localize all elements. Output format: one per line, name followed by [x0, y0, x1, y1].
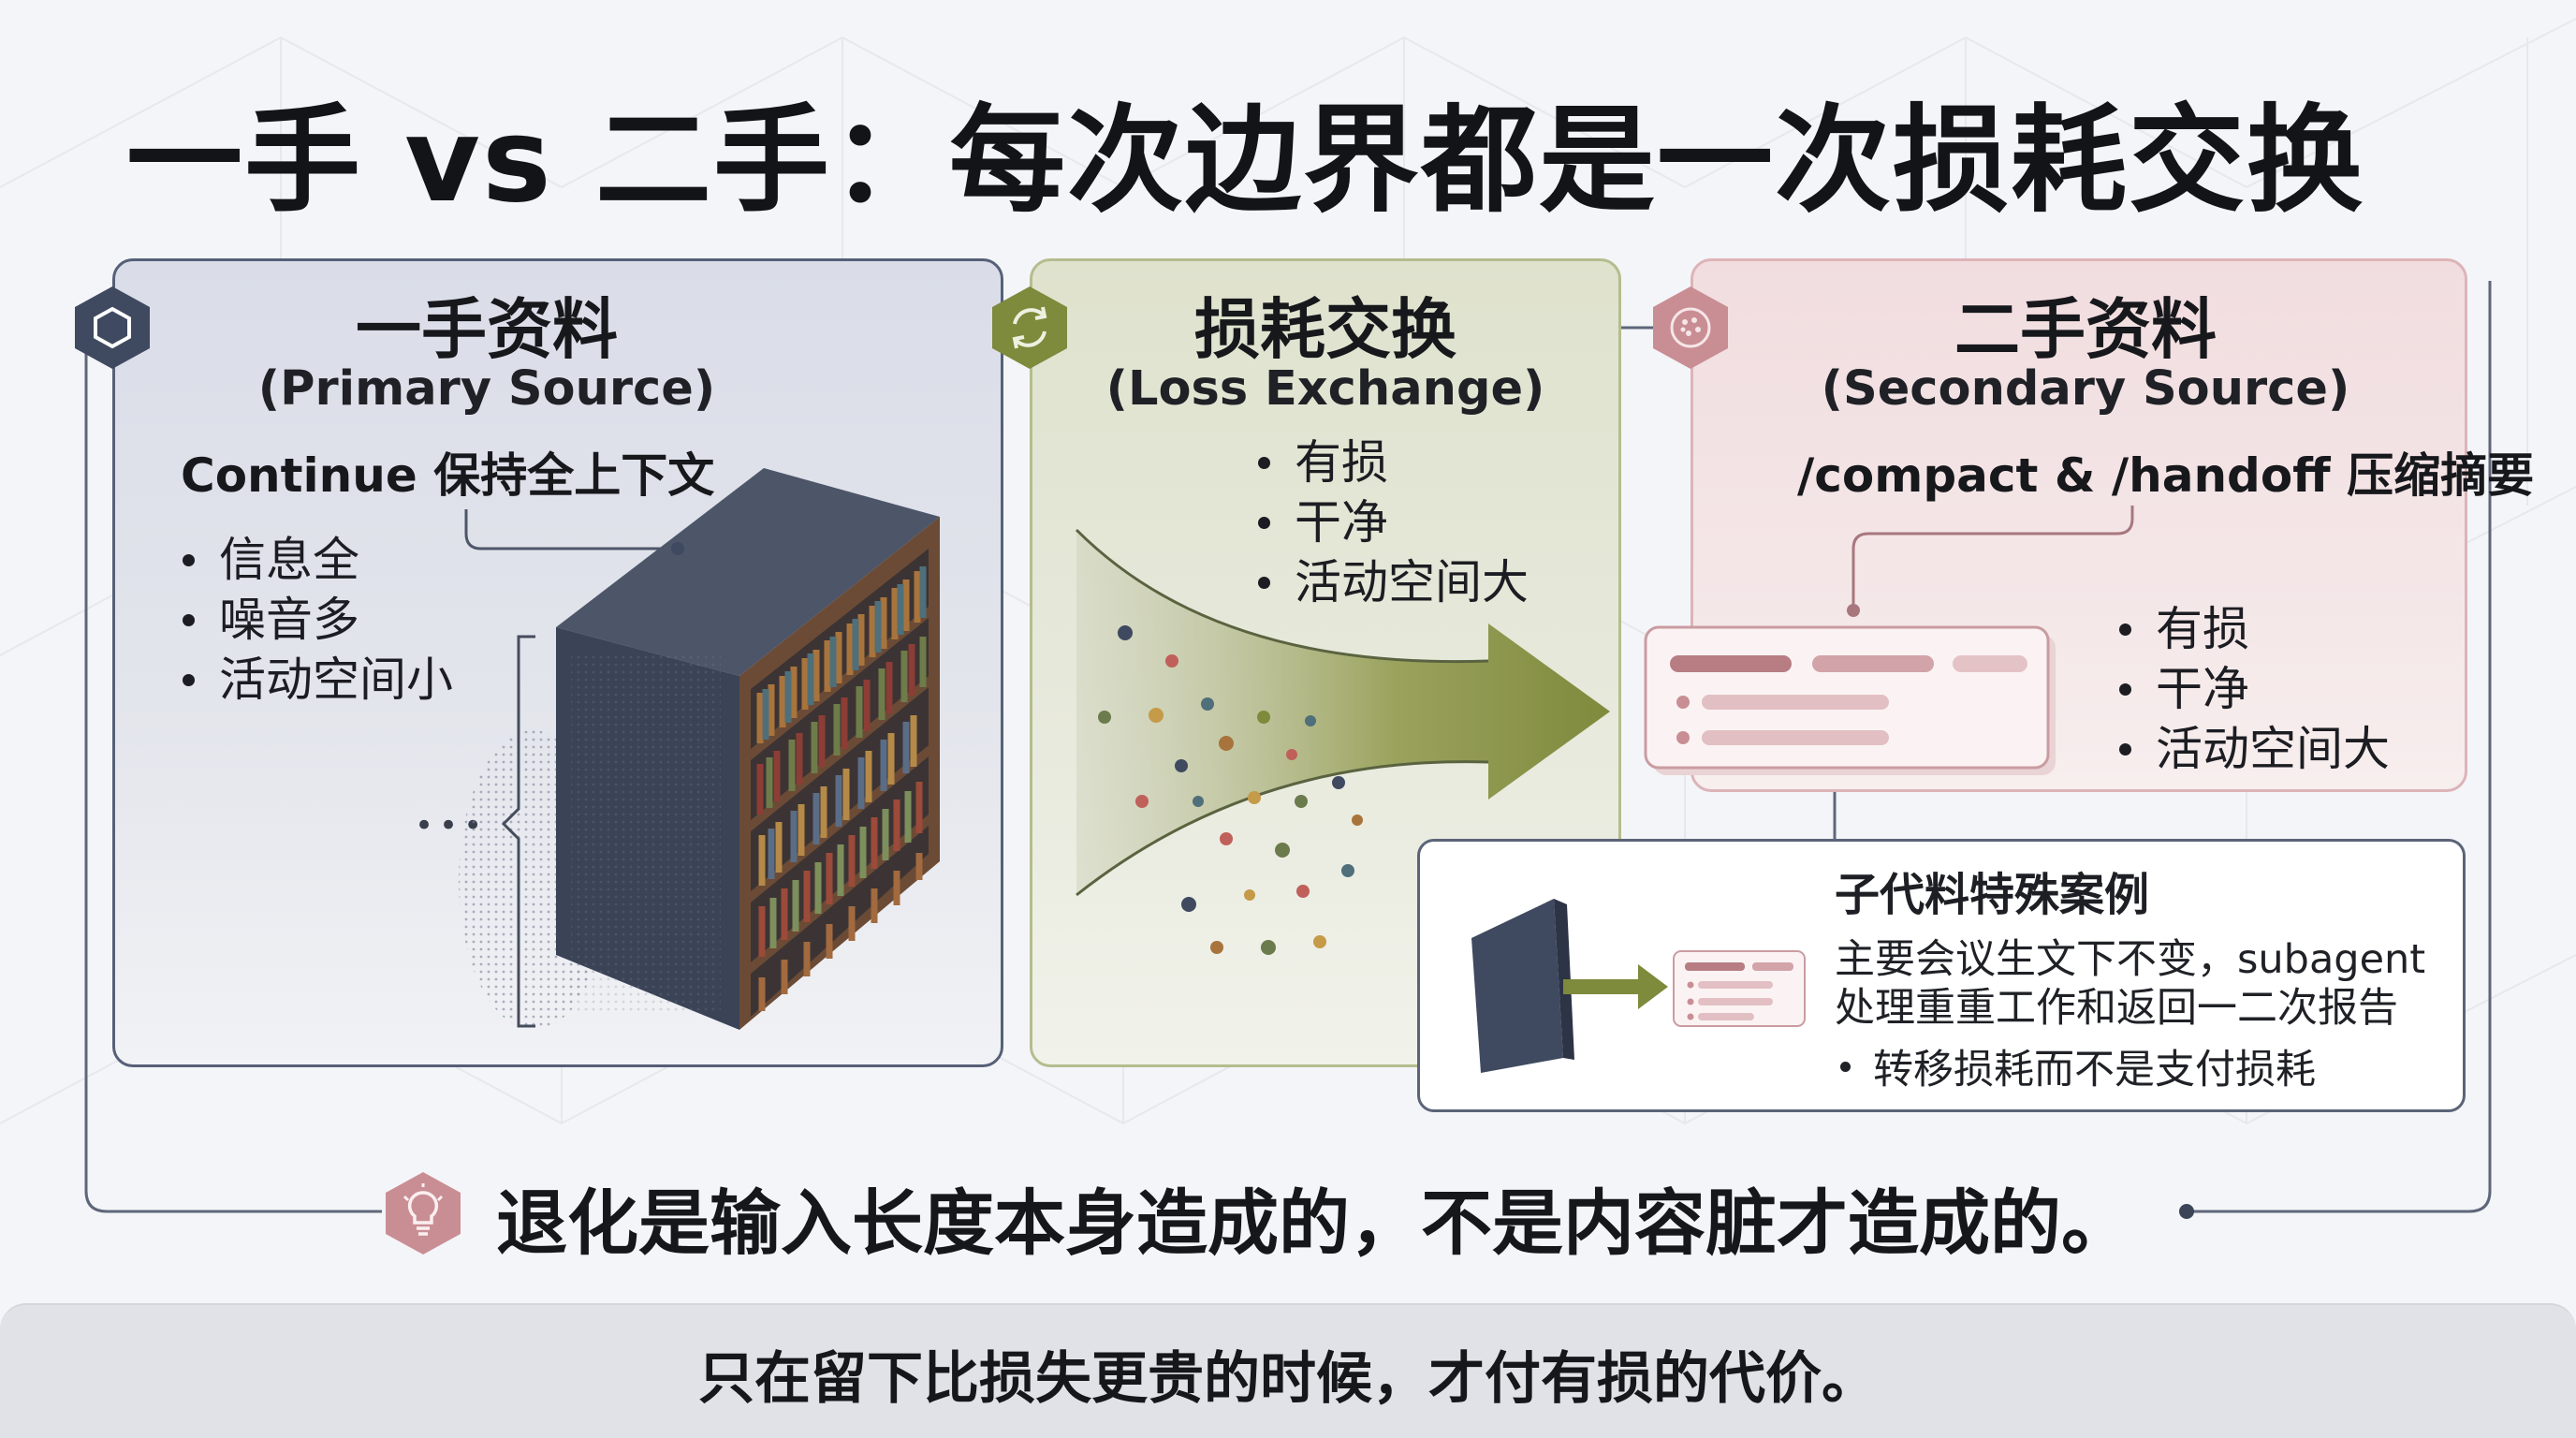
list-item: 活动空间小 [183, 650, 453, 710]
bullet-dot [1258, 516, 1270, 529]
compress-dots-icon [1653, 286, 1728, 369]
loss-bullets: 有损 干净 活动空间大 [1258, 433, 1529, 612]
bullet-text: 活动空间大 [1295, 555, 1529, 609]
list-item: 干净 [2119, 659, 2390, 719]
secondary-description: /compact & /handoff 压缩摘要 [1797, 448, 2535, 503]
list-item: 活动空间大 [1258, 552, 1529, 612]
bullet-dot [1258, 576, 1270, 589]
loss-title: 损耗交换 [1194, 291, 1456, 368]
bookshelf-icon [459, 468, 940, 1030]
bullet-dot [2119, 682, 2131, 696]
connector-line [464, 509, 684, 555]
summary-card-icon [1644, 625, 2056, 775]
bullet-dot [2119, 623, 2131, 636]
conclusion-text: 退化是输入长度本身造成的，不是内容脏才造成的。 [496, 1181, 2132, 1265]
list-item: 干净 [1258, 492, 1529, 552]
recycle-arrows-icon [992, 286, 1067, 369]
page-title: 一手 vs 二手：每次边界都是一次损耗交换 [126, 94, 2364, 228]
connector-line [1833, 792, 1837, 841]
bullet-dot [1258, 456, 1270, 469]
list-item: 活动空间大 [2119, 719, 2390, 779]
primary-title: 一手资料 [356, 291, 618, 368]
secondary-title: 二手资料 [1954, 291, 2217, 368]
lightbulb-icon [386, 1172, 461, 1255]
footer-text: 只在留下比损失更贵的时候，才付有损的代价。 [698, 1346, 1878, 1412]
list-item: 信息全 [183, 530, 453, 590]
hexagon-icon [75, 286, 150, 369]
bullet-text: 信息全 [219, 533, 359, 587]
connector-line [1847, 506, 2134, 617]
loss-subtitle: (Loss Exchange) [1105, 361, 1545, 417]
bullet-dot [1840, 1061, 1851, 1072]
subagent-transfer-icon [1471, 899, 1806, 1073]
bullet-text: 转移损耗而不是支付损耗 [1873, 1047, 2316, 1093]
bullet-text: 有损 [1295, 435, 1388, 490]
list-item: 有损 [1258, 433, 1529, 492]
subagent-case-box [1417, 839, 2466, 1112]
secondary-subtitle: (Secondary Source) [1821, 361, 2350, 417]
primary-subtitle: (Primary Source) [257, 361, 716, 417]
list-item: 有损 [2119, 599, 2390, 659]
bullet-text: 噪音多 [219, 593, 359, 647]
bullet-dot [2119, 742, 2131, 756]
bullet-text: 有损 [2156, 602, 2249, 656]
primary-bullets: 信息全 噪音多 活动空间小 [183, 530, 453, 710]
secondary-bullets: 有损 干净 活动空间大 [2119, 599, 2390, 779]
subagent-case-line: 主要会议生文下不变，subagent [1835, 936, 2426, 983]
bullet-text: 干净 [1295, 495, 1388, 550]
footer-bar [0, 1303, 2576, 1438]
bullet-text: 活动空间小 [219, 653, 453, 707]
bullet-dot [183, 613, 195, 626]
bullet-text: 干净 [2156, 662, 2249, 716]
bullet-dot [183, 553, 195, 566]
list-item: 噪音多 [183, 590, 453, 650]
bullet-text: 活动空间大 [2156, 722, 2390, 776]
bullet-dot [183, 673, 195, 686]
subagent-case-line: 处理重重工作和返回一二次报告 [1835, 985, 2398, 1032]
subagent-case-bullet: 转移损耗而不是支付损耗 [1840, 1037, 2316, 1095]
funnel-arrow-icon [1075, 528, 1610, 955]
subagent-case-title: 子代料特殊案例 [1835, 869, 2150, 921]
primary-description: Continue 保持全上下文 [181, 448, 715, 503]
